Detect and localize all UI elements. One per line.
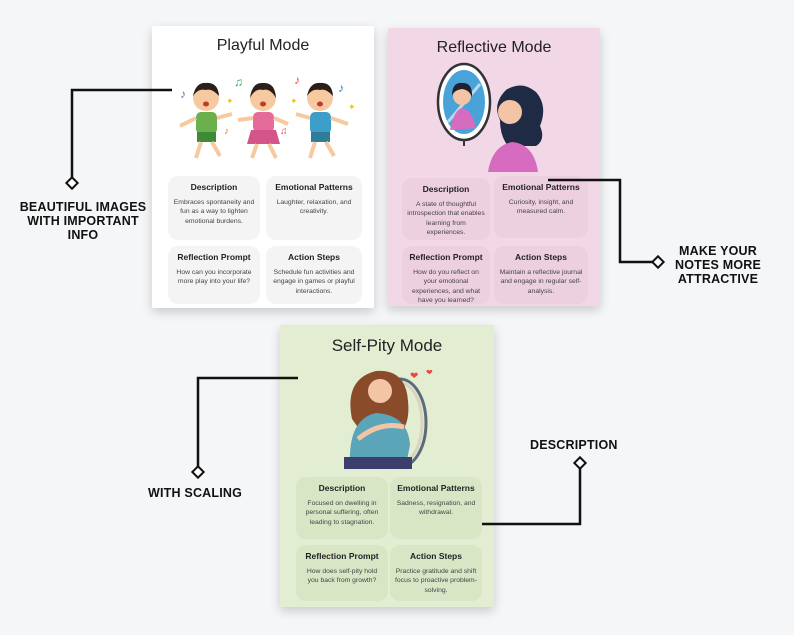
box-body: Laughter, relaxation, and creativity. [276,199,352,216]
callout-notes: MAKE YOUR NOTES MORE ATTRACTIVE [674,244,762,286]
box-body: How can you incorporate more play into y… [176,269,252,286]
mirror-woman-illustration [436,62,544,172]
connector-notes [548,178,662,264]
box-heading: Action Steps [288,252,340,262]
action-steps-box: Action Steps Schedule fun activities and… [266,246,362,304]
svg-text:✦: ✦ [290,96,298,106]
kid-pink [237,82,289,159]
svg-text:♫: ♫ [234,75,243,89]
svg-text:♫: ♫ [280,126,288,137]
kid-blue [295,82,349,159]
description-box: Description Focused on dwelling in perso… [296,477,388,539]
connector-scaling [196,376,298,472]
box-heading: Description [190,182,238,192]
box-body: Embraces spontaneity and fun as a way to… [173,199,255,225]
self-hug-illustration: ❤ ❤ ❤ [344,368,433,469]
box-heading: Action Steps [515,252,567,262]
box-heading: Action Steps [410,551,462,561]
svg-text:♪: ♪ [294,73,300,87]
kid-green [179,82,233,159]
box-body: How do you reflect on your emotional exp… [411,269,480,305]
diamond-marker [190,464,206,480]
card-title: Playful Mode [216,37,310,54]
box-heading: Emotional Patterns [275,182,353,192]
reflection-prompt-box: Reflection Prompt How do you reflect on … [402,246,490,304]
svg-text:✦: ✦ [226,96,234,106]
box-heading: Reflection Prompt [177,252,251,262]
reflective-mode-card: Reflective Mode Description A state of t… [388,28,600,306]
box-heading: Reflection Prompt [305,551,379,561]
svg-text:♪: ♪ [180,87,186,101]
svg-text:✦: ✦ [348,102,356,112]
box-heading: Reflection Prompt [409,252,483,262]
diamond-marker [650,254,666,270]
box-body: How does self-pity hold you back from gr… [306,568,378,585]
description-box: Description A state of thoughtful intros… [402,178,490,240]
svg-text:♪: ♪ [338,81,344,95]
reflection-prompt-box: Reflection Prompt How does self-pity hol… [296,545,388,601]
diamond-marker [572,455,588,471]
emotional-patterns-box: Emotional Patterns Curiosity, insight, a… [494,176,588,238]
box-body: Maintain a reflective journal and engage… [499,269,583,295]
action-steps-box: Action Steps Practice gratitude and shif… [390,545,482,601]
connector-images [70,88,172,183]
box-body: A state of thoughtful introspection that… [407,201,485,237]
box-body: Curiosity, insight, and measured calm. [508,199,574,216]
emotional-patterns-box: Emotional Patterns Laughter, relaxation,… [266,176,362,240]
description-box: Description Embraces spontaneity and fun… [168,176,260,240]
svg-text:❤: ❤ [426,368,433,377]
callout-scaling: WITH SCALING [148,486,243,500]
diamond-marker [64,175,80,191]
playful-mode-card: Playful Mode ♪ ♫ ♪ ♪ ♪ ♫ ✦ ✦ ✦ [152,26,374,308]
callout-description: DESCRIPTION [530,438,618,452]
svg-text:❤: ❤ [410,371,418,382]
svg-text:♪: ♪ [224,126,229,137]
box-body: Focused on dwelling in personal sufferin… [305,500,379,526]
card-title: Self-Pity Mode [331,336,443,355]
box-heading: Description [422,184,470,194]
reflection-prompt-box: Reflection Prompt How can you incorporat… [168,246,260,304]
self-pity-mode-card: Self-Pity Mode ❤ ❤ ❤ Description Focused… [280,325,494,607]
box-body: Schedule fun activities and engage in ga… [273,269,355,295]
emotional-patterns-box: Emotional Patterns Sadness, resignation,… [390,477,482,539]
card-title: Reflective Mode [436,39,552,56]
callout-images: BEAUTIFUL IMAGES WITH IMPORTANT INFO [19,200,147,242]
box-body: Sadness, resignation, and withdrawal. [396,500,476,517]
action-steps-box: Action Steps Maintain a reflective journ… [494,246,588,304]
dancing-kids-illustration: ♪ ♫ ♪ ♪ ♪ ♫ ✦ ✦ ✦ [179,73,356,159]
box-heading: Description [318,483,366,493]
connector-description [482,463,582,526]
box-heading: Emotional Patterns [502,182,580,192]
box-heading: Emotional Patterns [397,483,475,493]
box-body: Practice gratitude and shift focus to pr… [395,568,477,594]
